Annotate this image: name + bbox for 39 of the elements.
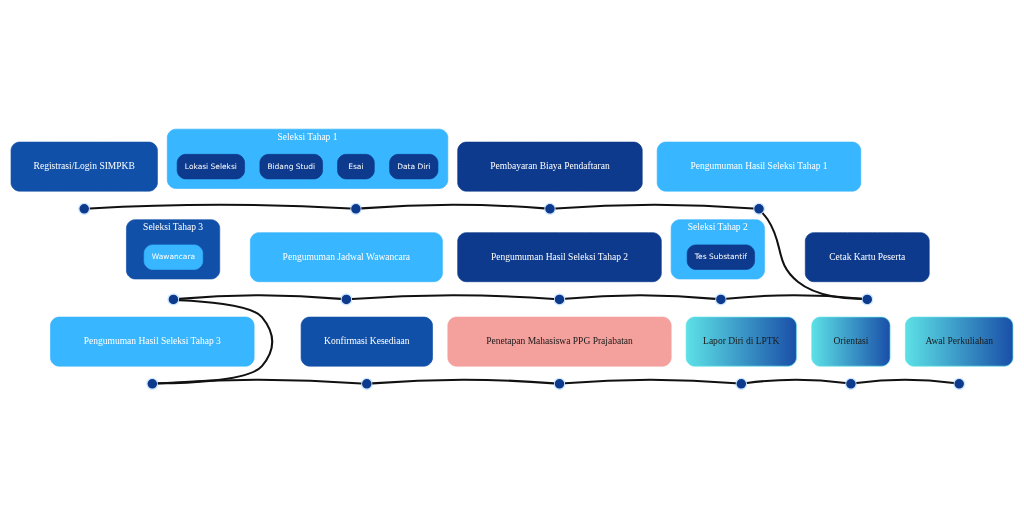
node-circle [167, 292, 180, 305]
node-box: Orientasi [811, 316, 891, 366]
connector [726, 293, 862, 300]
connector [157, 378, 362, 384]
connector [746, 378, 846, 384]
node-circle [360, 377, 373, 390]
node-circle [78, 202, 91, 215]
node-circle [340, 292, 353, 305]
node-box: Pembayaran Biaya Pendaftaran [457, 141, 643, 191]
node-circle [752, 202, 766, 215]
node-circle [861, 292, 874, 305]
node-circle [714, 292, 727, 305]
node-box: Penetapan Mahasiswa PPG Prajabatan [447, 316, 672, 366]
node-box: Pengumuman Hasil Seleksi Tahap 1 [656, 141, 862, 191]
node-circle [953, 377, 966, 390]
node-circle [543, 202, 557, 215]
node-circle [735, 377, 748, 390]
node-box: Pengumuman Hasil Seleksi Tahap 2 [457, 231, 662, 282]
connector [361, 203, 545, 209]
connector [372, 378, 555, 384]
connector [89, 203, 351, 210]
node-circle [553, 377, 566, 390]
node-circle [553, 292, 566, 305]
connector [565, 293, 716, 300]
connector [856, 378, 954, 384]
node-box: Cetak Kartu Peserta [804, 231, 930, 282]
node-circle [349, 202, 363, 215]
node-box: Pengumuman Jadwal Wawancara [250, 231, 443, 282]
node-box: Registrasi/Login SIMPKB [10, 141, 158, 191]
connector [351, 293, 555, 300]
connector [179, 293, 341, 300]
node-box: Pengumuman Hasil Seleksi Tahap 3 [50, 316, 255, 366]
node-circle [844, 377, 858, 390]
node-box: Lapor Diri di LPTK [685, 316, 797, 366]
connector [555, 203, 754, 209]
node-box: Konfirmasi Kesediaan [300, 316, 433, 366]
node-box: Awal Perkuliahan [905, 316, 1014, 366]
node-circle [146, 377, 159, 390]
connector [564, 378, 736, 384]
